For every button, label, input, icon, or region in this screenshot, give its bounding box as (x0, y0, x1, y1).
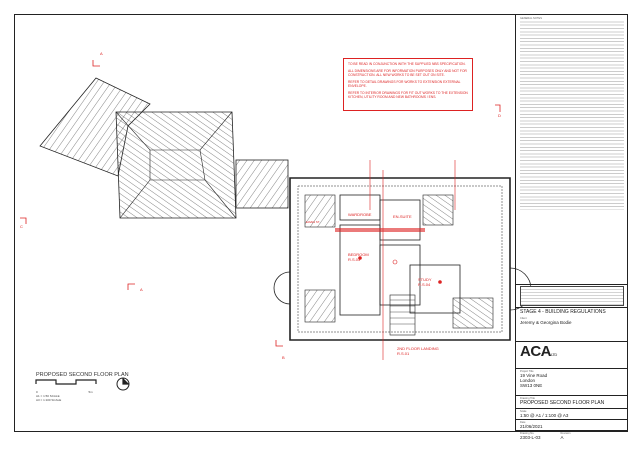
date-value: 21/06/2021 (520, 424, 543, 429)
client-label: Client (520, 317, 527, 320)
section-marker-b: B (282, 355, 285, 360)
scale-text-a1: A1 = 1:50 SCALE (36, 394, 60, 398)
landing-ref: R.S.01 (397, 350, 410, 356)
drawing-no: 2303-L-03 (520, 435, 541, 440)
address-line: 19 Vine Road (520, 373, 548, 378)
second-floor-plan (273, 160, 532, 360)
note-line: TO BE READ IN CONJUNCTION WITH THE SUPPL… (348, 62, 466, 66)
stage: STAGE 4 - BUILDING REGULATIONS (520, 309, 606, 315)
drawing-frame (14, 14, 628, 432)
study-ref: R.S.04 (418, 281, 431, 287)
drawing-label: Drawing Title (520, 397, 535, 400)
notes-heading: GENERAL NOTES (520, 17, 542, 20)
room-label-wardrobe: WARDROBE (348, 212, 372, 217)
address-label: Project Title (520, 370, 534, 373)
scale-bar-start: 0 (36, 390, 38, 394)
section-marker-a-lower: A (140, 287, 143, 292)
section-marker-d: D (498, 113, 501, 118)
title-block-notes: GENERAL NOTES (516, 14, 628, 213)
scale-value: 1:50 @ A1 / 1:100 @ A3 (520, 413, 569, 418)
section-marker-c: C (20, 224, 23, 229)
note-line: REFER TO DETAIL DRAWINGS FOR WORKS TO EX… (348, 80, 461, 88)
title-block-drawing-title: PROPOSED SECOND FLOOR PLAN (520, 400, 605, 406)
room-label-ensuite: EN-SUITE (393, 214, 412, 219)
drawing-title: PROPOSED SECOND FLOOR PLAN (36, 372, 129, 378)
general-notes-box: TO BE READ IN CONJUNCTION WITH THE SUPPL… (343, 58, 473, 111)
scale-bar (35, 379, 97, 385)
note-line: REFER TO INTERIOR DRAWINGS FOR FIT OUT W… (348, 91, 468, 99)
scale-label: Scale (520, 410, 527, 413)
section-marker-a: A (100, 51, 103, 56)
eaves-label: EAVES ST. (306, 220, 320, 224)
company-logo: ACALTD (520, 343, 557, 360)
bedroom-ref: R.S.03 (348, 256, 361, 262)
date-label: Date (520, 421, 526, 424)
scale-bar-end: 5m (88, 390, 93, 394)
section-markers (20, 60, 501, 347)
scale-text-a3: A3 = 1:100 SCALE (36, 398, 62, 402)
company-name: ACA (520, 343, 552, 360)
address-line: SW13 0NE (520, 383, 543, 388)
scale-notes: 0 5m A1 = 1:50 SCALE A3 = 1:100 SCALE (36, 390, 93, 402)
revision-label: Revision (560, 432, 571, 435)
study-name: STUDY (418, 277, 432, 282)
revision-value: A (560, 435, 564, 440)
drawing-no-label: Drawing No. (520, 432, 535, 435)
roof-plan (39, 77, 289, 219)
client-name: Jeremy & Georgina Bodie (520, 320, 572, 325)
note-line: ALL DIMENSIONS ARE FOR INFORMATION PURPO… (348, 69, 467, 77)
address-line: London (520, 378, 536, 383)
landing-name: 2ND FLOOR LANDING (397, 346, 439, 351)
revision-table (516, 284, 628, 306)
title-block: GENERAL NOTES STAGE 4 - BUILDING REGULAT… (515, 14, 628, 440)
company-suffix: LTD (551, 352, 557, 357)
bedroom-name: BEDROOM (348, 252, 369, 257)
